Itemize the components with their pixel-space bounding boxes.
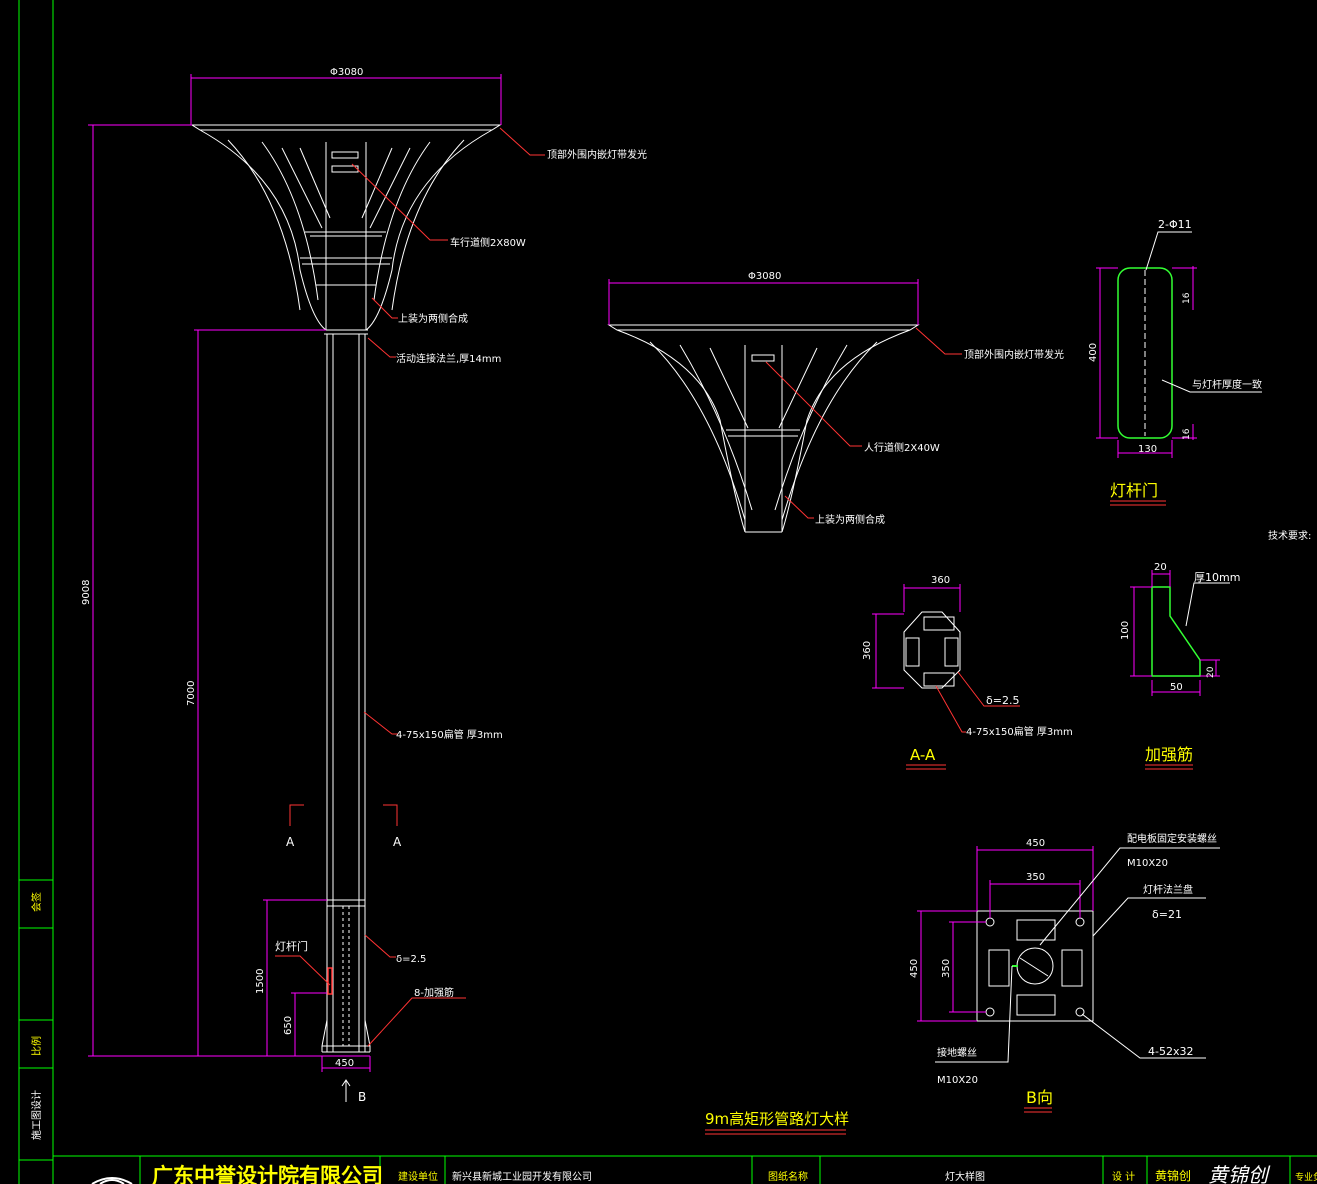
aa-dims [872, 584, 961, 689]
drawing-frame [18, 0, 1317, 1184]
drawing-title: 9m高矩形管路灯大样 [705, 1110, 849, 1128]
section-a-right: A [393, 835, 402, 849]
note-door: 灯杆门 [275, 939, 308, 953]
rib-dim-top: 20 [1154, 562, 1167, 573]
door-note-match: 与灯杆厚度一致 [1192, 378, 1262, 391]
rib-note-thk: 厚10mm [1194, 571, 1240, 584]
aa-dim-h: 360 [862, 641, 873, 660]
note-tube: 4-75x150扁管 厚3mm [396, 728, 503, 741]
dim-1500: 1500 [255, 969, 266, 994]
rib-dim-bottom: 50 [1170, 682, 1183, 693]
b-note-holes: 4-52x32 [1148, 1045, 1193, 1058]
major-label: 专业负 [1295, 1171, 1317, 1183]
side-note-top: 顶部外围内嵌灯带发光 [964, 348, 1064, 361]
rib-dim-h: 100 [1120, 621, 1131, 640]
dim-top-dia: Φ3080 [330, 67, 363, 78]
note-flange: 活动连接法兰,厚14mm [396, 352, 501, 365]
dim-total-height: 9008 [81, 580, 92, 605]
section-a-marks [289, 804, 398, 826]
door-dim-16a: 16 [1182, 292, 1192, 304]
note-car-lamp: 车行道侧2X80W [450, 236, 526, 249]
side-head-leaders [765, 327, 962, 519]
aa-dim-w: 360 [931, 575, 950, 586]
aa-note-delta: δ=2.5 [986, 694, 1019, 707]
b-dims [917, 846, 1094, 1022]
b-leaders [935, 847, 1220, 1063]
aa-tubes [905, 616, 959, 687]
note-ribs: 8-加强筋 [414, 986, 454, 999]
b-note-ground: 接地螺丝 [937, 1046, 977, 1059]
elevation-lamp-head [190, 124, 502, 335]
strip-scale: 比例 [30, 1036, 43, 1056]
designer-name: 黄锦创 [1155, 1169, 1191, 1183]
side-lamp-head [607, 324, 920, 533]
b-title: B向 [1026, 1088, 1053, 1107]
note-upper-composite: 上装为两侧合成 [398, 312, 468, 325]
aa-leaders [935, 671, 1020, 733]
view-b-arrow [341, 1079, 351, 1102]
build-unit-label: 建设单位 [398, 1170, 438, 1183]
elevation-pole [321, 334, 371, 1053]
pole-door-mark [327, 967, 333, 995]
strip-stage: 施工图设计 [30, 1090, 43, 1140]
note-delta: δ=2.5 [396, 954, 426, 965]
b-dim-350w: 350 [1026, 872, 1045, 883]
drawing-name-label: 图纸名称 [768, 1170, 808, 1183]
tech-req: 技术要求: [1268, 529, 1311, 542]
door-outline [1117, 267, 1173, 439]
b-flange [976, 910, 1094, 1022]
design-label: 设 计 [1112, 1170, 1135, 1183]
door-title: 灯杆门 [1110, 481, 1158, 500]
note-top-band: 顶部外围内嵌灯带发光 [547, 148, 647, 161]
side-top-dia: Φ3080 [748, 271, 781, 282]
strip-sign: 会签 [30, 892, 43, 912]
b-note-screw-size: M10X20 [1127, 858, 1168, 869]
drawing-title-underline [705, 1129, 846, 1135]
rib-dims [1130, 570, 1220, 696]
aa-note-tube: 4-75x150扁管 厚3mm [966, 725, 1073, 738]
aa-title: A-A [910, 746, 936, 764]
b-note-ground-size: M10X20 [937, 1075, 978, 1086]
designer-signature: 黄锦创 [1208, 1163, 1271, 1184]
elevation-dimensions [88, 74, 502, 1072]
b-note-flange: 灯杆法兰盘 [1143, 883, 1193, 896]
door-leaders [1145, 231, 1262, 393]
rib-title: 加强筋 [1145, 745, 1193, 764]
b-title-underline [1024, 1107, 1052, 1113]
door-title-underline [1110, 500, 1166, 506]
b-tubes [988, 919, 1083, 1016]
section-a-left: A [286, 835, 295, 849]
door-dim-height: 400 [1088, 343, 1099, 362]
b-holes [985, 917, 1085, 1017]
rib-outline [1151, 586, 1201, 677]
b-note-screw: 配电板固定安装螺丝 [1127, 832, 1217, 845]
aa-outline [903, 611, 961, 689]
dim-7000: 7000 [186, 681, 197, 706]
drawing-name: 灯大样图 [945, 1170, 985, 1183]
rib-dim-20: 20 [1206, 666, 1216, 678]
rib-title-underline [1145, 764, 1193, 770]
dim-base-450: 450 [335, 1058, 354, 1069]
view-b-label: B [358, 1090, 366, 1104]
door-dim-16b: 16 [1182, 428, 1192, 440]
elevation-leaders [275, 127, 545, 1047]
side-head-dims [608, 279, 919, 325]
rib-leader [1185, 582, 1230, 627]
door-note-holes: 2-Φ11 [1158, 218, 1192, 231]
b-note-delta: δ=21 [1152, 908, 1182, 921]
side-note-upper: 上装为两侧合成 [815, 513, 885, 526]
b-dim-450h: 450 [909, 959, 920, 978]
company-logo [91, 1177, 133, 1184]
dim-650: 650 [283, 1016, 294, 1035]
build-unit: 新兴县新城工业园开发有限公司 [452, 1170, 592, 1183]
side-note-ped: 人行道侧2X40W [864, 441, 940, 454]
b-dim-350h: 350 [941, 959, 952, 978]
door-dim-width: 130 [1138, 444, 1157, 455]
b-dim-450w: 450 [1026, 838, 1045, 849]
company-name: 广东中誉设计院有限公司 [152, 1164, 383, 1184]
door-dims [1096, 266, 1197, 458]
aa-title-underline [906, 764, 946, 770]
